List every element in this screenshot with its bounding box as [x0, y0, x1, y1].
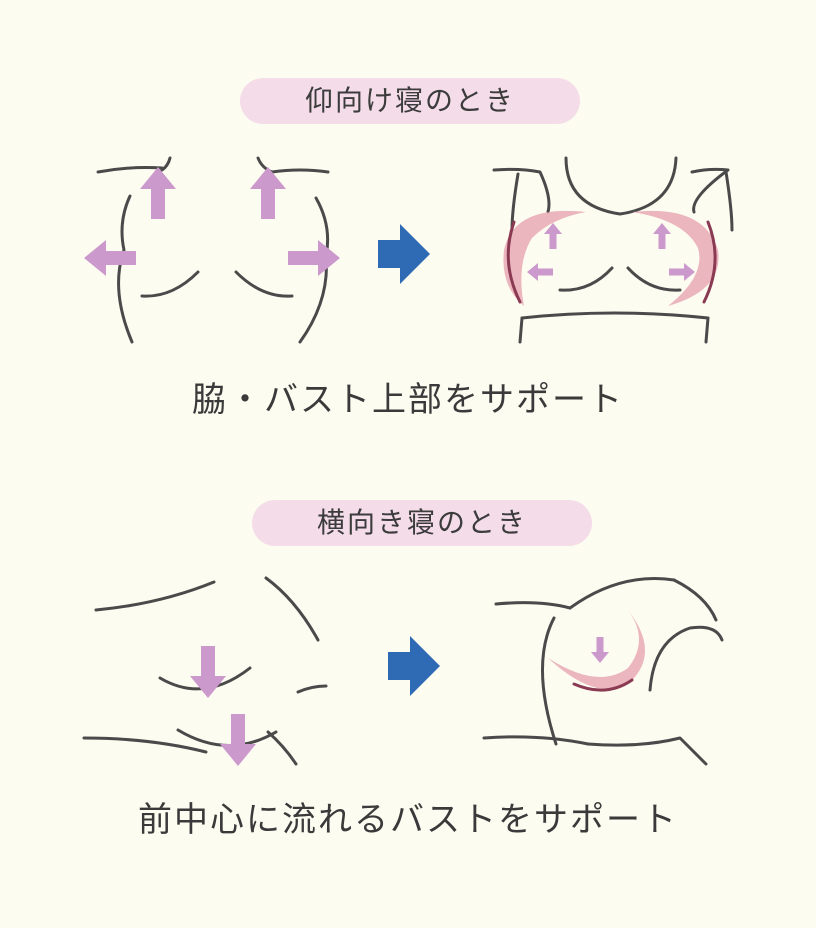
- side-sleep-support-panel: [548, 610, 645, 692]
- side-sleep-caption: 前中心に流れるバストをサポート: [138, 800, 678, 840]
- up-arrow-icon: [544, 223, 562, 249]
- side-sleep-body-after: [482, 577, 724, 766]
- back-sleep-body-before: [96, 156, 330, 344]
- back-sleep-body-after: [492, 156, 734, 344]
- side-arrow-icon: [288, 240, 340, 276]
- side-arrow-icon: [669, 263, 695, 281]
- back-sleep-support-arrows: [527, 223, 695, 281]
- side-sleep-support-arrows: [591, 637, 609, 663]
- side-arrow-icon: [527, 263, 553, 281]
- right-arrow-icon: [378, 224, 430, 284]
- side-arrow-icon: [84, 240, 136, 276]
- up-arrow-icon: [653, 223, 671, 249]
- down-arrow-icon: [591, 637, 609, 663]
- side-sleep-force-arrows: [190, 646, 256, 766]
- up-arrow-icon: [250, 167, 286, 219]
- up-arrow-icon: [140, 167, 176, 219]
- back-sleep-heading: 仰向け寝のとき: [240, 78, 580, 124]
- side-sleep-body-before: [82, 576, 328, 766]
- down-arrow-icon: [220, 714, 256, 766]
- back-sleep-caption: 脇・バスト上部をサポート: [192, 380, 624, 420]
- back-sleep-support-panels: [503, 210, 719, 306]
- right-arrow-icon: [388, 636, 440, 696]
- side-sleep-heading: 横向き寝のとき: [252, 500, 592, 546]
